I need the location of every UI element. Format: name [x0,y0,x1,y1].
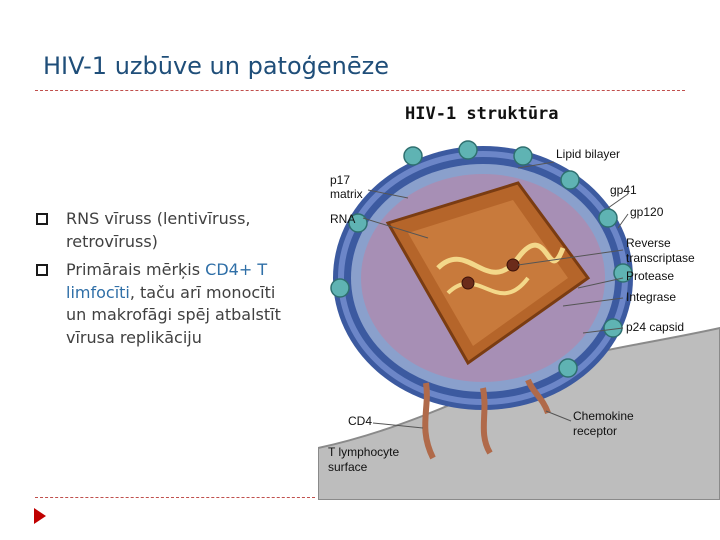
bullet-text: Primārais mērķis CD4+ T limfocīti, taču … [66,259,294,349]
checkbox-bullet-icon [36,213,48,225]
label-t-lymphocyte-surface: T lymphocyte [328,445,399,459]
label-integrase: Integrase [626,290,676,304]
label-chemokine-receptor: Chemokine [573,409,634,423]
bullet-item: RNS vīruss (lentivīruss, retrovīruss) [36,208,326,253]
label-t-lymphocyte-surface-2: surface [328,460,368,474]
figure-title: HIV-1 struktūra [405,104,559,124]
play-arrow-icon [34,508,46,524]
label-cd4: CD4 [348,414,372,428]
virion [331,141,633,410]
bullet-list: RNS vīruss (lentivīruss, retrovīruss) Pr… [36,208,326,355]
checkbox-bullet-icon [36,264,48,276]
hiv-structure-diagram: Lipid bilayer p17 matrix gp41 RNA gp120 … [318,128,720,500]
bullet-item: Primārais mērķis CD4+ T limfocīti, taču … [36,259,326,349]
label-rna: RNA [330,212,355,226]
reverse-transcriptase-shape [507,259,519,271]
footer-divider [35,497,315,498]
label-gp120: gp120 [630,205,664,219]
label-chemokine-receptor-2: receptor [573,424,617,438]
label-gp41: gp41 [610,183,637,197]
label-lipid-bilayer: Lipid bilayer [556,147,620,161]
title-divider [35,90,685,91]
label-reverse-transcriptase-2: transcriptase [626,251,695,265]
label-protease: Protease [626,269,674,283]
label-p17-matrix: p17 [330,173,350,187]
label-p17-matrix-2: matrix [330,187,363,201]
slide-title: HIV-1 uzbūve un patoģenēze [43,52,389,80]
bullet-text: RNS vīruss (lentivīruss, retrovīruss) [66,208,294,253]
label-reverse-transcriptase: Reverse [626,236,671,250]
label-p24-capsid: p24 capsid [626,320,684,334]
